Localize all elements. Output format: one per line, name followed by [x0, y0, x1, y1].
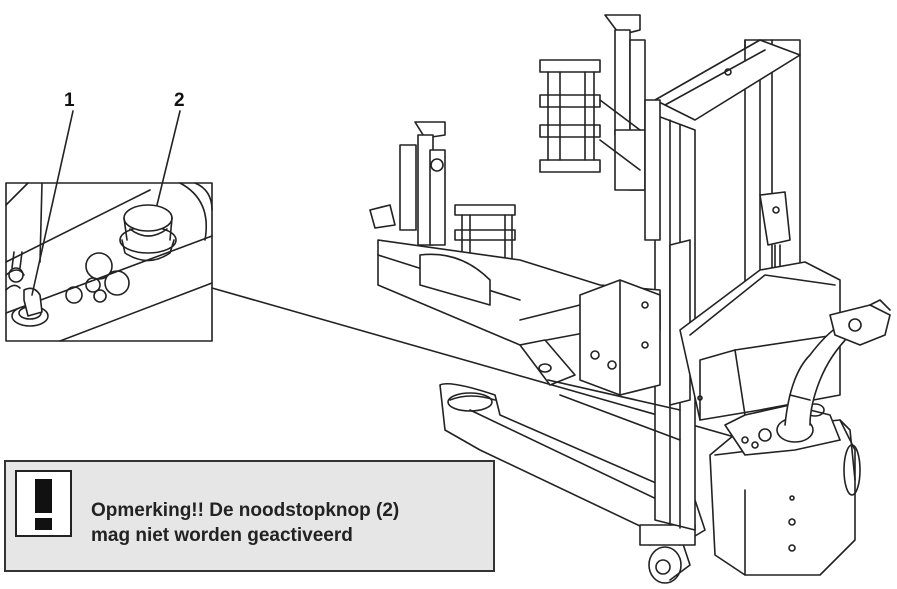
key-switch-detail [5, 251, 49, 327]
callout-label-1: 1 [64, 90, 75, 111]
exclamation-warning-icon [15, 470, 72, 537]
callout-2-leader [156, 110, 181, 206]
note-line-1: Opmerking!! De noodstopknop (2) [91, 500, 400, 521]
callout-1-leader [31, 110, 74, 296]
exclamation-dot [35, 518, 52, 530]
upper-clamp [539, 14, 661, 241]
machine-body [369, 14, 891, 584]
front-wheel [639, 524, 696, 584]
warning-note-box: Opmerking!! De noodstopknop (2) mag niet… [4, 460, 495, 572]
callout-label-2: 2 [174, 90, 185, 111]
control-housing [679, 261, 891, 576]
note-line-2: mag niet worden geactiveerd [91, 525, 353, 546]
detail-inset [5, 182, 213, 342]
warning-note-text: Opmerking!! De noodstopknop (2) mag niet… [91, 498, 491, 548]
emergency-stop-button-detail [119, 204, 177, 262]
exclamation-bar [35, 479, 52, 513]
